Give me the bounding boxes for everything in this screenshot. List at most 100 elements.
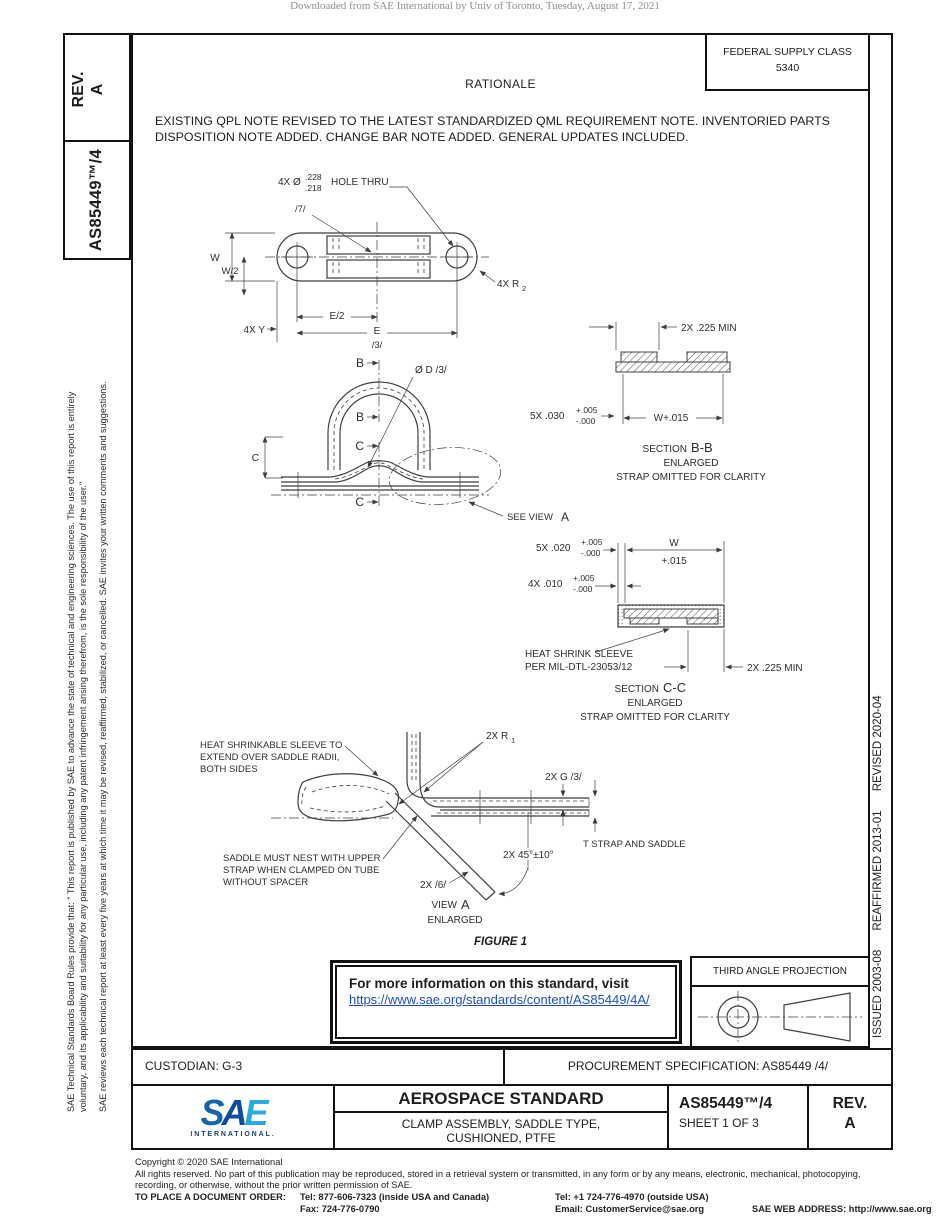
sheet-number: SHEET 1 OF 3 [679,1116,759,1130]
logo-wordmark: INTERNATIONAL. [190,1131,276,1138]
logo-letter-a: A [221,1092,248,1133]
dim-w-half: W/2 [222,266,239,277]
section-cc-note: STRAP OMITTED FOR CLARITY [580,712,730,723]
rev-label: REV. [70,71,87,108]
section-cc-enlarged: ENLARGED [627,698,682,709]
view-a: 2X R 1 [200,731,686,926]
order-tel-1: Tel: 877-606-7323 (inside USA and Canada… [300,1192,490,1202]
dim-bb-plus: +.005 [576,405,598,415]
rev-value: A [89,83,106,96]
boilerplate-line-1: SAE Technical Standards Board Rules prov… [66,391,76,1112]
third-angle-projection-symbol [698,991,862,1043]
sleeve-note-2: PER MIL-DTL-23053/12 [525,662,633,673]
nest-note-3: WITHOUT SPACER [223,877,308,888]
document-type: AEROSPACE STANDARD [335,1086,667,1113]
dim-hole-upper: .228 [305,172,322,182]
standard-link[interactable]: https://www.sae.org/standards/content/AS… [349,992,650,1007]
fsc-value: 5340 [775,62,800,74]
section-bb-enlarged: ENLARGED [663,458,718,469]
boilerplate-line-2: voluntary, and its applicability and sui… [77,481,88,1112]
view-a-enlarged: ENLARGED [427,915,482,926]
dim-cc-minus1: -.000 [581,548,601,558]
section-cc-letter: C-C [663,680,686,695]
dim-hole-qty: 4X Ø [278,177,301,188]
copyright-line-2: All rights reserved. No part of this pub… [135,1168,861,1179]
cut-b-bottom: B [356,410,364,424]
logo-letter-e: E [244,1092,269,1133]
see-view-letter: A [561,510,569,524]
section-bb-letter: B-B [691,440,713,455]
section-cc: 5X .020 +.005 -.000 W +.015 4X .010 +.00… [525,537,803,723]
projection-title: THIRD ANGLE PROJECTION [692,958,868,987]
dim-dia-d: Ø D /3/ [415,365,447,376]
rationale-title: RATIONALE [465,77,536,91]
info-box: For more information on this standard, v… [330,960,682,1044]
dim-cc-minus2: -.000 [573,584,593,594]
title-cell: AEROSPACE STANDARD CLAMP ASSEMBLY, SADDL… [335,1086,669,1148]
custodian: CUSTODIAN: G-3 [133,1050,505,1084]
side-view: B B C C Ø D /3/ C SEE VIEW A [252,356,569,524]
doc-number-cell: AS85449™/4 SHEET 1 OF 3 [669,1086,809,1148]
sae-review-note: SAE reviews each technical report at lea… [98,381,108,1112]
revision-value: A [844,1115,856,1132]
order-label: TO PLACE A DOCUMENT ORDER: [135,1192,286,1202]
doc-number-vertical: AS85449™/4 [87,148,105,252]
dim-w: W [210,253,220,264]
flag-note-6: 2X /6/ [420,880,446,891]
sleeve-note-1: HEAT SHRINK SLEEVE [525,649,633,660]
document-title-line-1: CLAMP ASSEMBLY, SADDLE TYPE, [401,1117,601,1131]
info-box-text: For more information on this standard, v… [349,976,629,991]
dim-r2-sub: 2 [522,284,526,293]
figure-1-drawing: 4X Ø .228 .218 HOLE THRU /7/ W W/2 4X Y … [200,172,803,926]
dim-cc-plus1: +.005 [581,537,603,547]
dim-e-half: E/2 [329,311,344,322]
dim-r1-sub: 1 [511,736,515,745]
dim-bb-minus: -.000 [576,416,596,426]
logo-letter-s: S [200,1092,224,1133]
federal-supply-class-box: FEDERAL SUPPLY CLASS 5340 [705,33,870,91]
dim-r2: 4X R [497,279,519,290]
sae-boilerplate-paragraph: SAE Technical Standards Board Rules prov… [66,264,89,1112]
dim-bb-min: 2X .225 MIN [681,323,737,334]
dim-cc-plus2: +.005 [573,573,595,583]
flag-note-7: /7/ [295,204,306,215]
rationale-line-1: EXISTING QPL NOTE REVISED TO THE LATEST … [155,114,830,128]
dim-g: 2X G /3/ [545,772,582,783]
order-email: Email: CustomerService@sae.org [555,1204,705,1214]
see-view-label: SEE VIEW [507,512,553,523]
nest-note-1: SADDLE MUST NEST WITH UPPER [223,853,381,864]
dim-cc-w: W [669,538,679,549]
dim-e: E [374,326,381,337]
section-bb: 2X .225 MIN W+.015 5X .030 +.005 -.000 S… [530,322,766,483]
view-a-letter: A [461,897,470,912]
copyright-line-3: recording, or otherwise, without the pri… [135,1180,413,1190]
rev-box: REV. A [63,33,131,142]
nest-note-2: STRAP WHEN CLAMPED ON TUBE [223,865,379,876]
dim-bb-030: 5X .030 [530,411,565,422]
custodian-row: CUSTODIAN: G-3 PROCUREMENT SPECIFICATION… [131,1048,893,1086]
dim-angle: 2X 45°±10° [503,850,554,861]
dim-c: C [252,453,259,464]
sleeve-callout-3: BOTH SIDES [200,764,258,775]
right-outer-border [891,33,893,1050]
section-bb-note: STRAP OMITTED FOR CLARITY [616,472,766,483]
download-watermark: Downloaded from SAE International by Uni… [290,0,660,12]
third-angle-projection-box: THIRD ANGLE PROJECTION [690,956,870,1048]
dim-y: 4X Y [244,325,266,336]
cut-b-top: B [356,356,364,370]
plan-view: 4X Ø .228 .218 HOLE THRU /7/ W W/2 4X Y … [210,172,526,351]
rationale-text: EXISTING QPL NOTE REVISED TO THE LATEST … [155,114,865,145]
dim-r1: 2X R [486,731,508,742]
dim-e-flag: /3/ [372,340,383,351]
revision-cell: REV. A [809,1086,891,1148]
figure-caption: FIGURE 1 [473,936,528,948]
copyright-line-1: Copyright © 2020 SAE International [135,1157,283,1167]
dim-t: T STRAP AND SADDLE [583,839,686,850]
revision-history: ISSUED 2003-08 REAFFIRMED 2013-01 REVISE… [872,695,884,1038]
dim-cc-020: 5X .020 [536,543,571,554]
section-bb-label: SECTION [643,444,687,455]
dim-cc-010: 4X .010 [528,579,563,590]
section-cc-label: SECTION [615,684,659,695]
cut-c-bottom: C [355,495,364,509]
